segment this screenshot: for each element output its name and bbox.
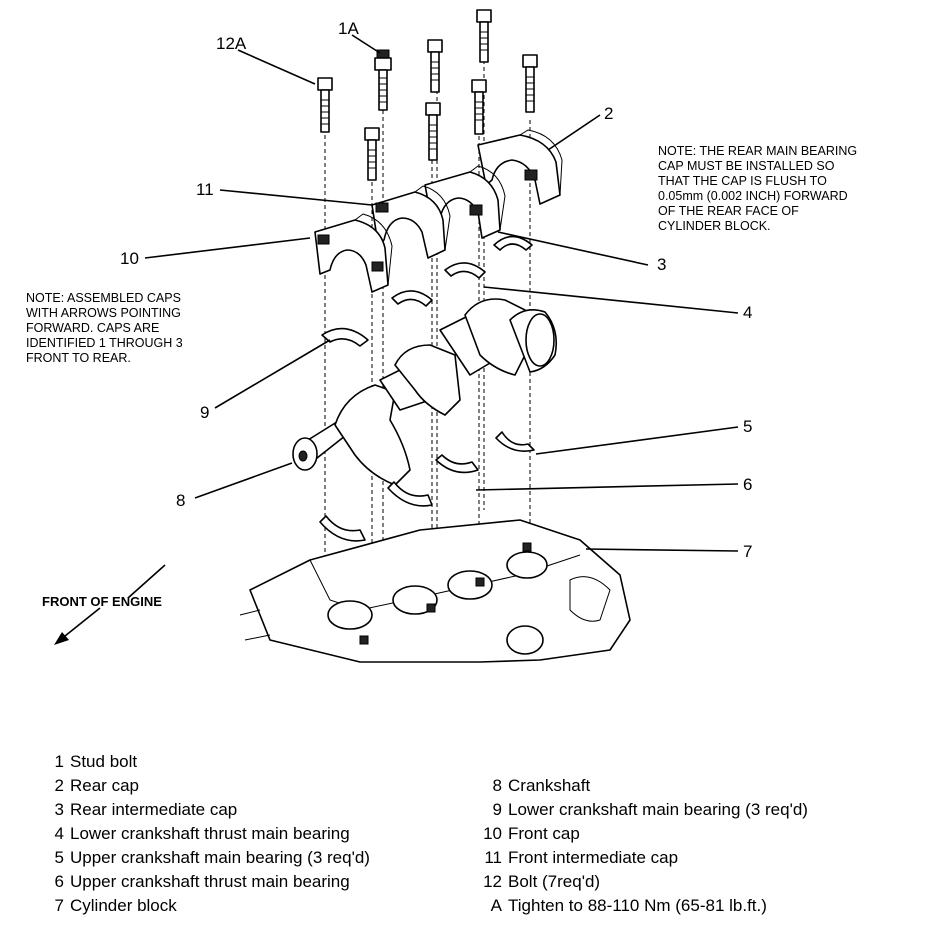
callout-7: 7 [743,542,752,561]
front-of-engine-label: FRONT OF ENGINE [42,594,162,609]
rear-cap [477,129,563,205]
bolt-7 [471,79,487,135]
callout-5: 5 [743,417,752,436]
callout-11: 11 [196,180,214,199]
callout-3: 3 [657,255,666,274]
front-intermediate-cap [371,185,451,259]
callout-8: 8 [176,491,185,510]
callout-1A: 1A [338,19,359,38]
bolt-12A [317,77,333,133]
callout-4: 4 [743,303,752,322]
bolt-3 [364,127,380,181]
callout-9: 9 [200,403,209,422]
stud-bolt-1A [374,49,392,111]
bolt-5 [425,102,441,161]
assembled-caps-note: NOTE: ASSEMBLED CAPS WITH ARROWS POINTIN… [26,291,186,365]
leader-lines [144,34,739,552]
front-arrow [54,564,166,645]
bolt-6 [476,9,492,63]
lower-bearings [321,235,533,347]
rear-cap-note: NOTE: THE REAR MAIN BEARING CAP MUST BE … [658,144,861,233]
callout-12A: 12A [216,34,247,53]
callout-10: 10 [120,249,139,268]
callout-2: 2 [604,104,613,123]
callout-6: 6 [743,475,752,494]
upper-bearings [319,431,535,542]
bolt-8 [522,54,538,113]
bolt-4 [427,39,443,93]
cylinder-block [239,519,631,663]
front-cap [314,213,393,293]
crankshaft [292,298,558,486]
